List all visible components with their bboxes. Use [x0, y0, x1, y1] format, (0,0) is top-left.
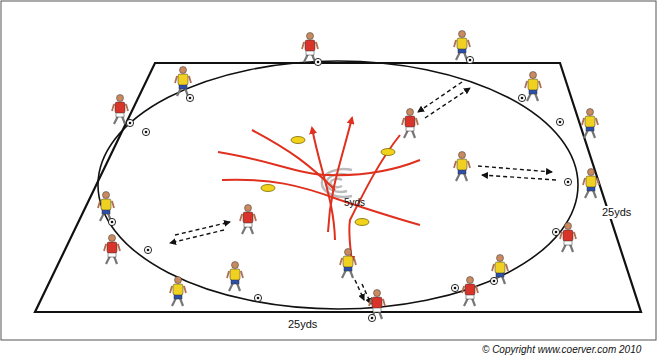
ball: [466, 56, 473, 63]
side-dimension: 25yds: [600, 206, 633, 219]
ball: [564, 178, 571, 185]
ball-patch: [493, 280, 496, 283]
distance-label: 5yds: [342, 196, 367, 209]
ball: [108, 218, 115, 225]
ball-patch: [147, 249, 150, 252]
red-player: [402, 109, 418, 139]
ball: [142, 128, 149, 135]
ball: [254, 294, 261, 301]
yellow-player: [582, 109, 598, 139]
ball-patch: [257, 297, 260, 300]
ball-patch: [111, 221, 114, 224]
yellow-player: [525, 72, 541, 102]
ball-patch: [521, 97, 524, 100]
ball-patch: [567, 181, 570, 184]
ball-patch: [317, 61, 320, 64]
red-player: [462, 277, 478, 307]
yellow-player: [170, 277, 186, 307]
yellow-player: [583, 169, 599, 199]
ball-patch: [469, 59, 472, 62]
yellow-player: [454, 152, 470, 182]
side-dimension: 25yds: [286, 318, 319, 331]
ball-patch: [371, 317, 374, 320]
red-player: [560, 223, 576, 253]
ball: [552, 228, 559, 235]
red-player: [104, 235, 120, 265]
ball: [490, 277, 497, 284]
ball-patch: [555, 231, 558, 234]
ball: [126, 119, 133, 126]
ball-patch: [145, 131, 148, 134]
ball: [314, 58, 321, 65]
ball-patch: [559, 121, 562, 124]
copyright-note: © Copyright www.coerver.com 2010: [480, 343, 643, 356]
yellow-player: [227, 262, 243, 292]
ball: [368, 314, 375, 321]
ball: [518, 94, 525, 101]
ball: [144, 246, 151, 253]
red-player: [302, 33, 318, 63]
yellow-player: [98, 192, 114, 222]
ball: [556, 118, 563, 125]
yellow-player: [175, 67, 191, 97]
yellow-player: [454, 31, 470, 61]
ball-patch: [129, 122, 132, 125]
ball-patch: [189, 97, 192, 100]
ball: [451, 284, 458, 291]
red-player: [112, 95, 128, 125]
ball: [186, 94, 193, 101]
ball-patch: [454, 287, 457, 290]
red-player: [240, 205, 256, 235]
yellow-player: [340, 249, 356, 279]
